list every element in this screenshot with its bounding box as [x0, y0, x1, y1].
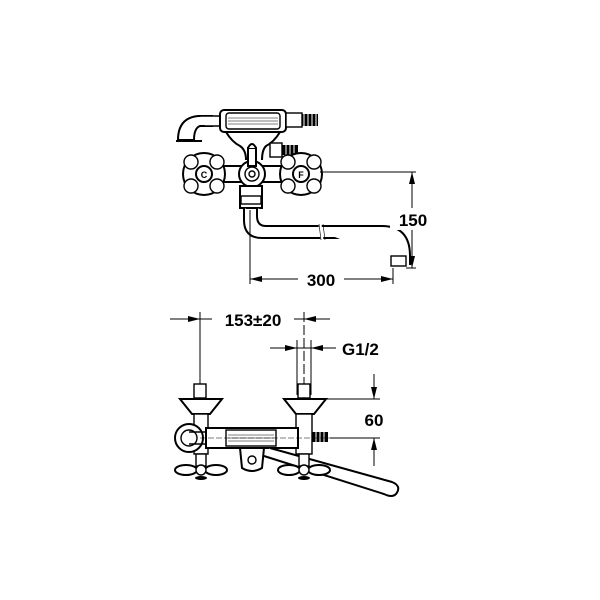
right-cross-handle-icon	[277, 453, 331, 480]
hot-mark: C	[201, 170, 208, 180]
cold-mark: F	[298, 170, 304, 180]
right-flange	[281, 398, 329, 415]
top-view: 153±20 G1/2 60	[170, 309, 400, 497]
dim-60-label: 60	[365, 411, 384, 430]
dim-150-label: 150	[399, 211, 427, 230]
hot-handle-icon: C	[182, 152, 226, 196]
dim-153-label: 153±20	[225, 311, 282, 330]
spout-nut	[240, 195, 262, 205]
right-inlet	[297, 383, 311, 399]
dimension-300: 300	[249, 210, 394, 290]
shower-head-icon	[176, 115, 223, 142]
left-cross-handle-icon	[174, 453, 228, 480]
dim-300-label: 300	[307, 271, 335, 290]
cold-handle-icon: F	[279, 152, 323, 196]
front-view: C F	[176, 109, 435, 290]
spout	[243, 208, 411, 267]
left-inlet	[193, 383, 207, 399]
aerator	[390, 255, 407, 267]
top-spout	[263, 447, 400, 497]
dimension-150: 150	[320, 171, 435, 269]
dimension-g12: G1/2	[270, 340, 379, 395]
dimension-60: 60	[312, 374, 383, 466]
dimension-153: 153±20	[170, 309, 330, 395]
left-flange	[177, 398, 225, 415]
shower-head-top-icon	[174, 423, 206, 453]
shower-holder	[219, 109, 318, 161]
dim-g12-label: G1/2	[342, 340, 379, 359]
top-hose-thread	[312, 432, 328, 442]
hose-thread	[302, 114, 318, 126]
